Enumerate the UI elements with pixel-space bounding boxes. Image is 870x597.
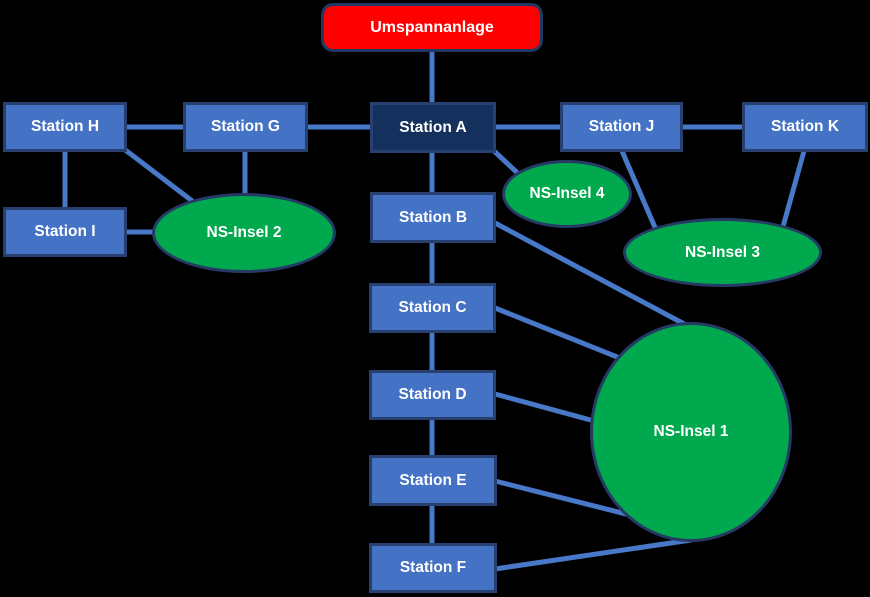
node-station-i-label: Station I — [34, 223, 96, 240]
node-ns-insel-1-label: NS-Insel 1 — [653, 423, 729, 440]
node-umspannanlage: Umspannanlage — [321, 3, 543, 52]
connector-station-k-ns-insel-3 — [778, 150, 807, 235]
node-umspannanlage-label: Umspannanlage — [370, 18, 494, 36]
node-ns-insel-2: NS-Insel 2 — [152, 193, 336, 273]
node-station-k-label: Station K — [770, 118, 840, 135]
node-station-i: Station I — [3, 207, 127, 257]
node-station-k: Station K — [742, 102, 868, 152]
node-ns-insel-4: NS-Insel 4 — [502, 160, 632, 228]
connector-station-j-ns-insel-3 — [619, 150, 660, 233]
node-station-f: Station F — [369, 543, 497, 593]
node-ns-insel-3-label: NS-Insel 3 — [685, 243, 760, 261]
node-ns-insel-3: NS-Insel 3 — [623, 218, 822, 287]
node-station-f-label: Station F — [399, 559, 467, 576]
node-station-h: Station H — [3, 102, 127, 152]
node-station-j-label: Station J — [588, 118, 655, 135]
node-station-d: Station D — [369, 370, 496, 420]
node-station-j: Station J — [560, 102, 683, 152]
connector-station-e-ns-insel-1 — [494, 478, 643, 521]
node-station-a-label: Station A — [399, 118, 467, 136]
node-station-g-label: Station G — [211, 118, 280, 135]
connector-station-b-ns-insel-1 — [493, 220, 690, 329]
node-ns-insel-2-label: NS-Insel 2 — [206, 224, 282, 241]
node-station-c-label: Station C — [398, 299, 467, 316]
connector-station-f-ns-insel-1 — [494, 537, 692, 572]
node-station-d-label: Station D — [398, 386, 467, 403]
node-station-h-label: Station H — [30, 118, 100, 135]
node-station-a: Station A — [370, 102, 496, 153]
node-ns-insel-1: NS-Insel 1 — [590, 322, 792, 542]
node-station-b: Station B — [370, 192, 496, 243]
node-station-e: Station E — [369, 455, 497, 506]
node-ns-insel-4-label: NS-Insel 4 — [529, 185, 605, 202]
node-station-e-label: Station E — [399, 471, 467, 489]
node-station-c: Station C — [369, 283, 496, 333]
node-station-b-label: Station B — [398, 208, 468, 226]
node-station-g: Station G — [183, 102, 308, 152]
